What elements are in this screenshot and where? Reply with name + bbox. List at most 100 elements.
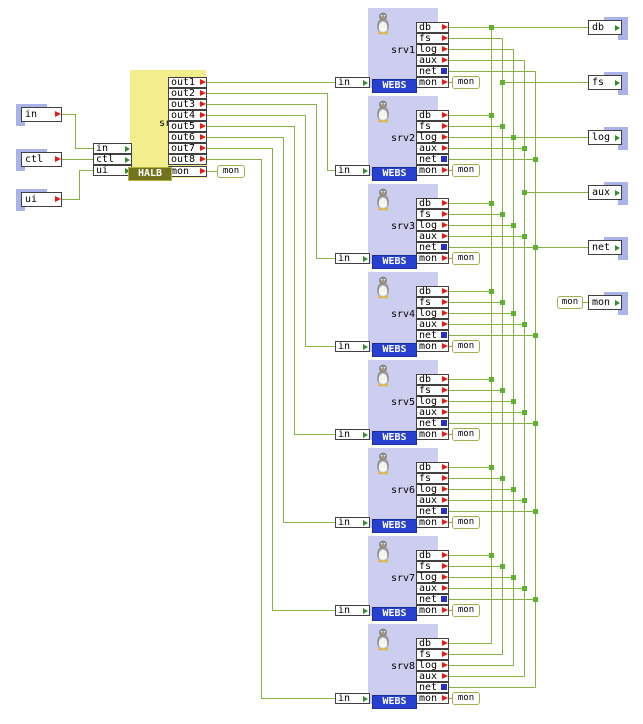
server-port-in[interactable]: in xyxy=(335,605,370,616)
kernel-badge[interactable]: WEBS xyxy=(372,431,417,445)
terminal-box[interactable]: in xyxy=(21,107,62,122)
terminal-box[interactable]: aux xyxy=(588,185,622,200)
server-port-log[interactable]: log xyxy=(416,572,449,583)
kernel-badge[interactable]: WEBS xyxy=(372,255,417,269)
server-port-net[interactable]: net xyxy=(416,330,449,341)
kernel-badge[interactable]: WEBS xyxy=(372,167,417,181)
server-port-in[interactable]: in xyxy=(335,253,370,264)
server-port-db[interactable]: db xyxy=(416,550,449,561)
server-port-net[interactable]: net xyxy=(416,154,449,165)
output-terminal[interactable]: fs xyxy=(588,72,628,95)
main-port-out3[interactable]: out3 xyxy=(168,99,207,110)
server-port-log[interactable]: log xyxy=(416,220,449,231)
server-port-log[interactable]: log xyxy=(416,484,449,495)
monitor-probe[interactable]: mon xyxy=(557,296,583,309)
monitor-probe[interactable]: mon xyxy=(452,516,480,529)
terminal-box[interactable]: ui xyxy=(21,192,62,207)
output-terminal[interactable]: db xyxy=(588,17,628,40)
server-block[interactable]: srv4 db fs log aux net mon in WEBS mon xyxy=(335,272,481,360)
output-terminal[interactable]: mon xyxy=(588,292,628,315)
server-port-aux[interactable]: aux xyxy=(416,55,449,66)
main-port-out6[interactable]: out6 xyxy=(168,132,207,143)
server-port-aux[interactable]: aux xyxy=(416,495,449,506)
server-block[interactable]: srv2 db fs log aux net mon in WEBS mon xyxy=(335,96,481,184)
server-port-net[interactable]: net xyxy=(416,66,449,77)
main-port-out8[interactable]: out8 xyxy=(168,154,207,165)
terminal-box[interactable]: fs xyxy=(588,75,622,90)
server-port-net[interactable]: net xyxy=(416,242,449,253)
server-port-log[interactable]: log xyxy=(416,660,449,671)
terminal-box[interactable]: net xyxy=(588,240,622,255)
server-port-fs[interactable]: fs xyxy=(416,561,449,572)
terminal-box[interactable]: ctl xyxy=(21,152,62,167)
main-port-out5[interactable]: out5 xyxy=(168,121,207,132)
server-port-fs[interactable]: fs xyxy=(416,473,449,484)
terminal-box[interactable]: log xyxy=(588,130,622,145)
server-port-in[interactable]: in xyxy=(335,429,370,440)
server-port-db[interactable]: db xyxy=(416,198,449,209)
terminal-box[interactable]: mon xyxy=(588,295,622,310)
input-terminal[interactable]: ctl xyxy=(16,149,62,171)
kernel-badge[interactable]: WEBS xyxy=(372,519,417,533)
kernel-badge[interactable]: WEBS xyxy=(372,607,417,621)
kernel-badge[interactable]: WEBS xyxy=(372,79,417,93)
server-port-aux[interactable]: aux xyxy=(416,143,449,154)
server-port-in[interactable]: in xyxy=(335,517,370,528)
monitor-probe[interactable]: mon xyxy=(452,76,480,89)
server-port-net[interactable]: net xyxy=(416,506,449,517)
main-port-out2[interactable]: out2 xyxy=(168,88,207,99)
kernel-badge[interactable]: WEBS xyxy=(372,343,417,357)
server-port-net[interactable]: net xyxy=(416,594,449,605)
server-port-db[interactable]: db xyxy=(416,286,449,297)
output-terminal[interactable]: net xyxy=(588,237,628,260)
server-port-db[interactable]: db xyxy=(416,110,449,121)
server-port-fs[interactable]: fs xyxy=(416,297,449,308)
server-block[interactable]: srv1 db fs log aux net mon in WEBS mon xyxy=(335,8,481,96)
server-port-fs[interactable]: fs xyxy=(416,385,449,396)
server-port-fs[interactable]: fs xyxy=(416,209,449,220)
server-port-log[interactable]: log xyxy=(416,396,449,407)
monitor-probe[interactable]: mon xyxy=(217,165,245,178)
monitor-probe[interactable]: mon xyxy=(452,340,480,353)
monitor-probe[interactable]: mon xyxy=(452,164,480,177)
server-block[interactable]: srv6 db fs log aux net mon in WEBS mon xyxy=(335,448,481,536)
server-port-in[interactable]: in xyxy=(335,165,370,176)
server-port-in[interactable]: in xyxy=(335,77,370,88)
main-port-ctl[interactable]: ctl xyxy=(93,154,132,165)
server-port-aux[interactable]: aux xyxy=(416,671,449,682)
input-terminal[interactable]: ui xyxy=(16,189,62,211)
output-terminal[interactable]: aux xyxy=(588,182,628,205)
server-port-aux[interactable]: aux xyxy=(416,231,449,242)
monitor-probe[interactable]: mon xyxy=(452,692,480,705)
server-port-db[interactable]: db xyxy=(416,22,449,33)
server-port-db[interactable]: db xyxy=(416,374,449,385)
server-port-db[interactable]: db xyxy=(416,462,449,473)
server-port-aux[interactable]: aux xyxy=(416,319,449,330)
main-port-out4[interactable]: out4 xyxy=(168,110,207,121)
server-port-fs[interactable]: fs xyxy=(416,33,449,44)
server-port-aux[interactable]: aux xyxy=(416,583,449,594)
main-block[interactable]: srv in ctl ui out1 out2 out3 out4 out5 o… xyxy=(93,70,245,182)
server-port-log[interactable]: log xyxy=(416,132,449,143)
server-port-in[interactable]: in xyxy=(335,341,370,352)
server-block[interactable]: srv5 db fs log aux net mon in WEBS mon xyxy=(335,360,481,448)
main-port-in[interactable]: in xyxy=(93,143,132,154)
server-port-aux[interactable]: aux xyxy=(416,407,449,418)
main-port-out7[interactable]: out7 xyxy=(168,143,207,154)
server-port-net[interactable]: net xyxy=(416,418,449,429)
server-block[interactable]: srv8 db fs log aux net mon in WEBS mon xyxy=(335,624,481,712)
server-port-log[interactable]: log xyxy=(416,44,449,55)
server-block[interactable]: srv3 db fs log aux net mon in WEBS mon xyxy=(335,184,481,272)
server-port-fs[interactable]: fs xyxy=(416,121,449,132)
server-port-net[interactable]: net xyxy=(416,682,449,693)
kernel-badge[interactable]: WEBS xyxy=(372,695,417,709)
main-port-out1[interactable]: out1 xyxy=(168,77,207,88)
monitor-probe[interactable]: mon xyxy=(452,428,480,441)
terminal-box[interactable]: db xyxy=(588,20,622,35)
monitor-probe[interactable]: mon xyxy=(452,604,480,617)
server-port-in[interactable]: in xyxy=(335,693,370,704)
server-port-fs[interactable]: fs xyxy=(416,649,449,660)
output-terminal[interactable]: log xyxy=(588,127,628,150)
input-terminal[interactable]: in xyxy=(16,104,62,126)
server-block[interactable]: srv7 db fs log aux net mon in WEBS mon xyxy=(335,536,481,624)
